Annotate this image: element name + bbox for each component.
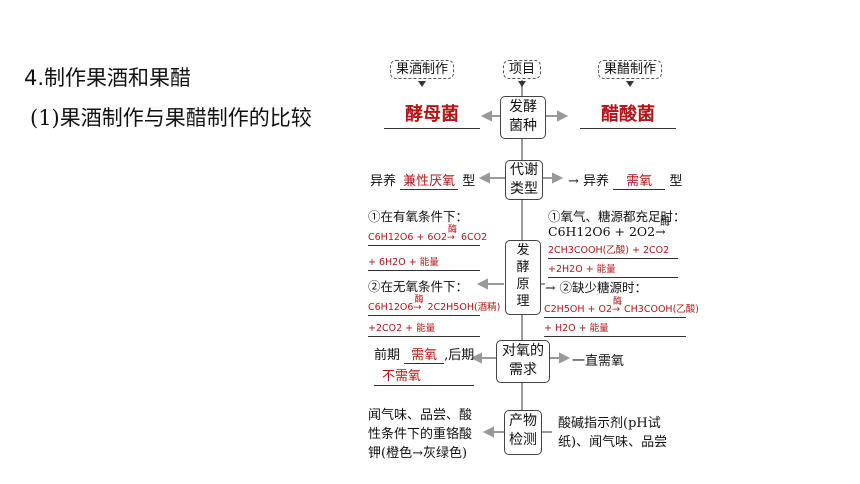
metabolism-right-suffix: 型 — [669, 174, 683, 189]
product-left-line1: 闻气味、品尝、酸 — [368, 408, 473, 423]
box-metabolism-line1: 代谢 — [510, 162, 538, 178]
page-subtitle: (1)果酒制作与果醋制作的比较 — [30, 106, 312, 130]
product-right-line2: 纸)、闻气味、品尝 — [558, 435, 668, 450]
oxygen-left-answer1: 需氧 — [404, 344, 445, 364]
eq-right2-c: + H2O + 能量 — [544, 323, 609, 334]
box-oxygen-line1: 对氧的 — [502, 343, 544, 359]
eq-right1-a: C6H12O6 + 2O2 — [548, 224, 656, 239]
enzyme-label: 酶 — [660, 217, 671, 228]
arrow-down-icon — [518, 81, 526, 87]
box-product-line2: 检测 — [509, 432, 537, 448]
metabolism-left: 异养 兼性厌氧 型 — [370, 170, 475, 190]
principle-left-cond1: ①在有氧条件下： — [368, 209, 469, 224]
oxygen-left-line1: 前期 需氧,后期 — [374, 344, 474, 364]
header-right: 果醋制作 — [594, 58, 666, 87]
box-strain-line2: 菌种 — [509, 118, 537, 134]
strain-right: 醋酸菌 — [580, 100, 676, 129]
header-left: 果酒制作 — [386, 58, 458, 87]
principle-right-eq2-cont: + H2O + 能量 — [544, 320, 686, 337]
header-center: 项目 — [498, 58, 546, 87]
eq-left1-a: C6H12O6 + 6O2 — [368, 232, 447, 243]
product-left-line2: 性条件下的重铬酸 — [368, 427, 473, 442]
arrow-down-icon — [418, 81, 426, 87]
oxygen-right: 一直需氧 — [572, 354, 625, 369]
header-left-label: 果酒制作 — [389, 60, 454, 79]
oxygen-left-line2: 不需氧 — [374, 365, 474, 386]
eq-left2-b: 2C2H5OH(酒精) — [427, 302, 501, 313]
enzyme-label: 酶 — [448, 225, 458, 235]
eq-left2-a: C6H12O6 — [368, 302, 414, 313]
box-principle-line4: 理 — [516, 294, 530, 309]
principle-right-cond1: ①氧气、糖源都充足时： — [548, 209, 686, 224]
eq-right2-b: CH3COOH(乙酸) — [624, 304, 699, 315]
metabolism-right-answer: 需氧 — [613, 170, 666, 190]
box-strain: 发酵 菌种 — [500, 96, 546, 139]
principle-right-cond2: → ②缺少糖源时： — [545, 280, 647, 295]
box-strain-line1: 发酵 — [509, 99, 537, 115]
oxygen-left-mid: ,后期 — [444, 348, 475, 363]
box-oxygen-line2: 需求 — [509, 362, 537, 378]
principle-left-cond2: ②在无氧条件下： — [368, 279, 469, 294]
enzyme-label: 酶 — [613, 297, 623, 307]
eq-right1-c: +2H2O + 能量 — [548, 264, 616, 275]
box-principle-line3: 原 — [516, 277, 530, 292]
box-principle-line2: 酵 — [516, 260, 530, 275]
principle-left-eq1-cont: + 6H2O + 能量 — [368, 254, 480, 271]
product-right-line1: 酸碱指示剂(pH试 — [558, 416, 661, 431]
enzyme-label: 酶 — [414, 295, 424, 305]
eq-left1-b: 6CO2 — [461, 232, 488, 243]
box-principle-line1: 发 — [516, 243, 530, 258]
strain-left-value: 酵母菌 — [405, 104, 459, 125]
product-right: 酸碱指示剂(pH试 纸)、闻气味、品尝 — [558, 414, 667, 452]
product-left: 闻气味、品尝、酸 性条件下的重铬酸 钾(橙色→灰绿色) — [368, 406, 472, 463]
eq-right1-b: 2CH3COOH(乙酸) + 2CO2 — [548, 245, 670, 256]
oxygen-left-answer2: 不需氧 — [382, 369, 422, 384]
strain-left: 酵母菌 — [384, 100, 480, 129]
metabolism-right: → 异养 需氧 型 — [568, 170, 682, 190]
box-product: 产物 检测 — [504, 410, 542, 455]
principle-right-eq1-b: 2CH3COOH(乙酸) + 2CO2 — [548, 242, 678, 259]
box-product-line1: 产物 — [509, 413, 537, 429]
box-metabolism: 代谢 类型 — [505, 160, 543, 200]
box-oxygen: 对氧的 需求 — [496, 340, 550, 383]
page-title: 4.制作果酒和果醋 — [24, 66, 192, 90]
product-left-line3: 钾(橙色→灰绿色) — [368, 446, 468, 461]
eq-left2-c: +2CO2 + 能量 — [368, 323, 436, 334]
strain-right-value: 醋酸菌 — [601, 104, 655, 125]
header-right-label: 果醋制作 — [597, 60, 662, 79]
header-center-label: 项目 — [502, 60, 541, 79]
eq-right2-a: C2H5OH + O2 — [544, 304, 613, 315]
principle-left-eq2-cont: +2CO2 + 能量 — [368, 320, 480, 337]
oxygen-left-prefix: 前期 — [374, 348, 401, 363]
box-metabolism-line2: 类型 — [510, 181, 538, 197]
metabolism-left-prefix: 异养 — [370, 174, 397, 189]
eq-left1-c: + 6H2O + 能量 — [368, 257, 439, 268]
box-principle: 发 酵 原 理 — [505, 240, 541, 315]
metabolism-left-answer: 兼性厌氧 — [400, 170, 459, 190]
metabolism-right-prefix: → 异养 — [568, 174, 610, 189]
metabolism-left-suffix: 型 — [462, 174, 476, 189]
principle-right-eq1-c: +2H2O + 能量 — [548, 261, 678, 278]
arrow-down-icon — [626, 81, 634, 87]
